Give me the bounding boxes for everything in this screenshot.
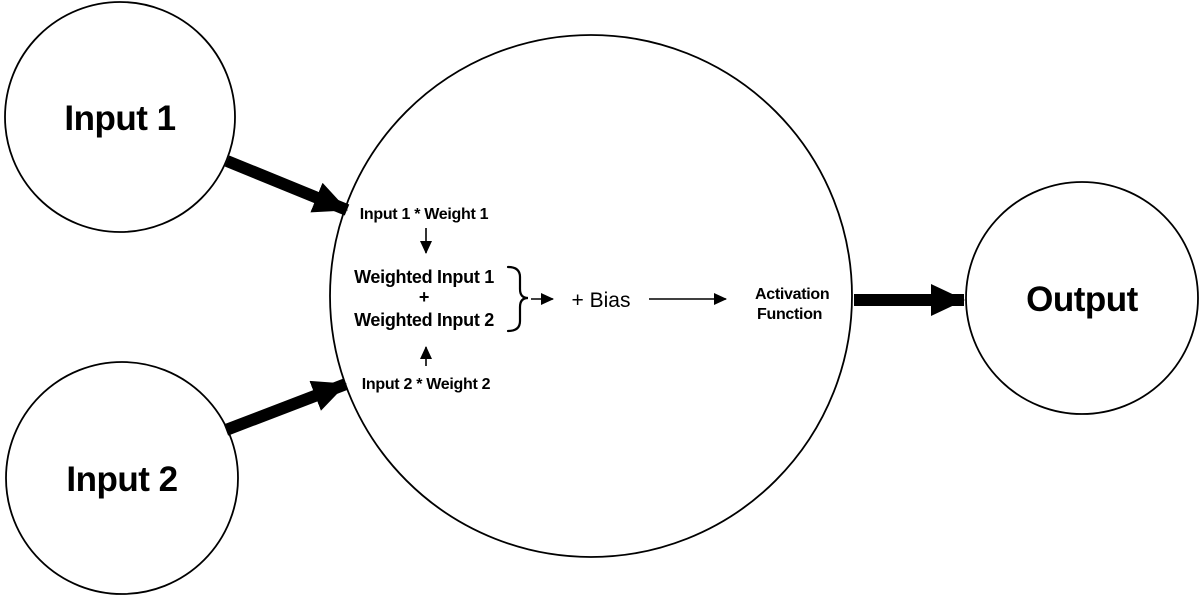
input1-node — [4, 1, 236, 233]
neuron-node — [329, 34, 853, 558]
input2-label: Input 2 — [66, 460, 177, 499]
product2-label: Input 2 * Weight 2 — [362, 376, 491, 393]
input1-to-neuron-arrow — [224, 155, 350, 216]
plus-sign: + — [419, 287, 429, 307]
input1-label: Input 1 — [64, 99, 175, 138]
product1-label: Input 1 * Weight 1 — [360, 206, 489, 223]
activation-label-line2: Function — [757, 306, 822, 323]
weighted2-label: Weighted Input 2 — [354, 310, 494, 330]
output-node — [965, 181, 1199, 415]
weighted1-label: Weighted Input 1 — [354, 267, 494, 287]
input2-to-neuron-arrow — [223, 378, 349, 436]
output-label: Output — [1026, 280, 1139, 319]
sum-brace — [506, 265, 529, 333]
bias-label: + Bias — [572, 289, 631, 312]
input2-node — [5, 361, 239, 595]
activation-label-line1: Activation — [755, 286, 829, 303]
